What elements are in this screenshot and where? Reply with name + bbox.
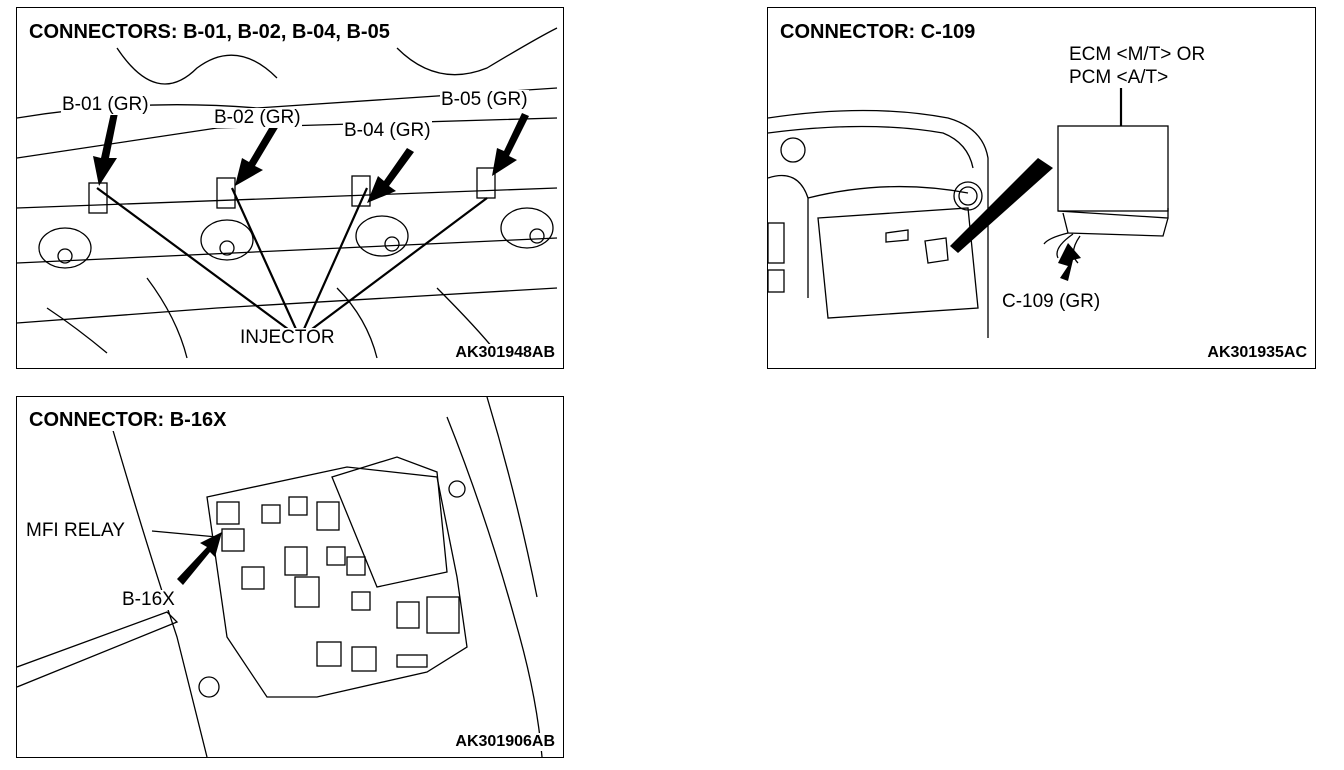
figure-code: AK301948AB — [455, 344, 555, 362]
label-b02: B-02 (GR) — [213, 107, 302, 128]
arrow-icon — [93, 108, 529, 203]
injector-leader-lines — [96, 187, 488, 339]
figure-code: AK301935AC — [1207, 344, 1307, 362]
injector-connectors-panel: CONNECTORS: B-01, B-02, B-04, B-05 B-01 … — [16, 7, 564, 369]
b16x-label: B-16X — [121, 589, 176, 610]
label-b01: B-01 (GR) — [61, 94, 150, 115]
c109-label: C-109 (GR) — [1001, 291, 1102, 312]
figure-code: AK301906AB — [455, 733, 555, 751]
dashboard-ecm-illustration — [768, 88, 1169, 338]
mfi-relay-connector-panel: CONNECTOR: B-16X MFI RELAY B-16X AK30190… — [16, 396, 564, 758]
panel-title: CONNECTOR: B-16X — [27, 409, 229, 431]
mfi-relay-label: MFI RELAY — [25, 520, 126, 541]
ecm-connector-panel: CONNECTOR: C-109 ECM <M/T> OR PCM <A/T> … — [767, 7, 1316, 369]
panel-title: CONNECTORS: B-01, B-02, B-04, B-05 — [27, 21, 392, 43]
label-b05: B-05 (GR) — [440, 89, 529, 110]
ecm-label-line1: ECM <M/T> OR — [1068, 44, 1207, 65]
ecm-label-line2: PCM <A/T> — [1068, 67, 1170, 88]
relay-box-illustration — [17, 397, 543, 757]
engine-injector-illustration — [17, 27, 558, 359]
injector-label: INJECTOR — [239, 327, 336, 348]
panel-title: CONNECTOR: C-109 — [778, 21, 978, 43]
label-b04: B-04 (GR) — [343, 120, 432, 141]
